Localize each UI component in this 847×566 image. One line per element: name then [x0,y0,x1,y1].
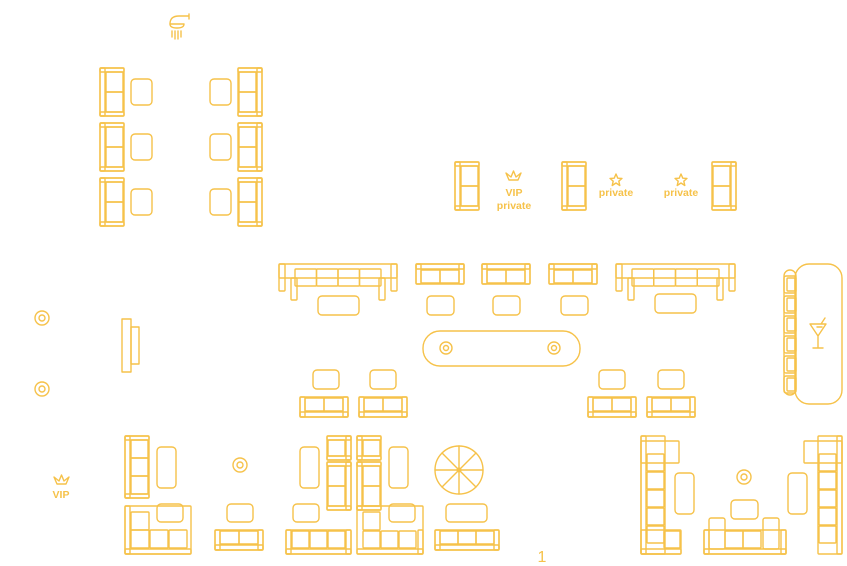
coffee-table[interactable] [317,295,360,316]
coffee-table[interactable] [560,295,589,316]
vip-corner-area[interactable]: VIP [53,474,70,501]
corner-sofa[interactable] [124,505,192,555]
lounge-chair-left[interactable] [99,67,125,117]
coffee-table[interactable] [445,503,488,523]
private-chair[interactable] [711,161,737,211]
speaker-icon [232,457,248,473]
coffee-table[interactable] [657,369,685,390]
side-table[interactable] [787,472,808,515]
loveseat[interactable] [299,396,349,418]
long-sofa[interactable] [615,263,736,301]
vip-label: VIP [506,187,523,199]
side-table[interactable] [299,446,320,489]
side-table[interactable] [674,472,695,515]
loveseat[interactable] [548,263,598,285]
side-table[interactable] [130,78,153,106]
round-table-center [456,467,462,473]
star-icon [674,173,688,187]
loveseat[interactable] [587,396,637,418]
stage-platform[interactable] [422,330,581,367]
sofa[interactable] [434,529,500,551]
corner-sofa[interactable] [326,461,352,511]
coffee-table[interactable] [492,295,521,316]
speaker-icon [439,341,453,355]
coffee-table[interactable] [226,503,254,523]
bar-counter[interactable] [783,263,843,405]
loveseat[interactable] [358,396,408,418]
lounge-chair-right[interactable] [237,67,263,117]
private-chair[interactable] [561,161,587,211]
private-area-right[interactable]: private [664,173,699,199]
speaker-icon [736,469,752,485]
long-sofa[interactable] [278,263,398,301]
corner-sofa[interactable] [356,505,424,555]
cocktail-icon [809,317,827,349]
coffee-table[interactable] [426,295,455,316]
round-table-icon[interactable] [434,445,484,495]
wall-panel [121,318,140,373]
side-table[interactable] [388,446,409,489]
loveseat[interactable] [214,529,264,551]
lounge-chair-left[interactable] [99,177,125,227]
coffee-table[interactable] [292,503,320,523]
corner-sofa[interactable] [640,435,682,555]
vip-private-area[interactable]: VIP private [497,170,532,212]
private-chair[interactable] [454,161,480,211]
corner-sofa[interactable] [803,435,843,555]
private-label-right: private [664,187,699,199]
side-table[interactable] [209,133,232,161]
floor-number: 1 [538,549,547,566]
coffee-table[interactable] [388,503,416,523]
private-label-left: private [599,187,634,199]
private-label: private [497,200,532,212]
chair[interactable] [356,435,382,461]
crown-icon [505,170,522,181]
side-table[interactable] [130,133,153,161]
corner-sofa[interactable] [356,461,382,511]
speaker-icon [34,310,50,326]
chair[interactable] [326,435,352,461]
side-table[interactable] [130,188,153,216]
shower-icon [169,13,190,40]
sofa[interactable] [703,517,787,555]
lounge-chair-right[interactable] [237,122,263,172]
side-table[interactable] [209,78,232,106]
speaker-icon [34,381,50,397]
vip-corner-label: VIP [53,489,70,501]
corner-sofa[interactable] [285,529,352,555]
coffee-table[interactable] [730,499,759,520]
coffee-table[interactable] [598,369,626,390]
lounge-chair-right[interactable] [237,177,263,227]
coffee-table[interactable] [654,293,697,314]
crown-icon [53,474,70,485]
coffee-table[interactable] [312,369,340,390]
coffee-table[interactable] [156,503,184,523]
lounge-chair-left[interactable] [99,122,125,172]
side-table[interactable] [156,446,177,489]
corner-sofa[interactable] [124,435,150,499]
side-table[interactable] [209,188,232,216]
loveseat[interactable] [646,396,696,418]
speaker-icon [547,341,561,355]
loveseat[interactable] [415,263,465,285]
star-icon [609,173,623,187]
coffee-table[interactable] [369,369,397,390]
private-area-left[interactable]: private [599,173,634,199]
loveseat[interactable] [481,263,531,285]
